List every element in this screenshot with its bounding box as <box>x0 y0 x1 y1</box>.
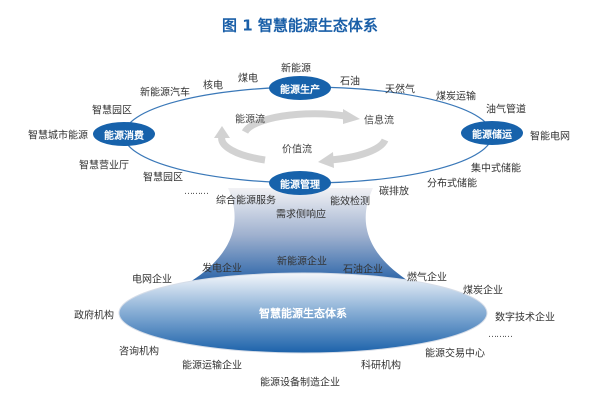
ring-label: 智慧园区 <box>92 105 132 117</box>
flow-info: 信息流 <box>364 115 394 127</box>
node-energy-consumption: 能源消费 <box>93 122 155 146</box>
ring-label: 煤电 <box>238 73 258 85</box>
member-label: 能源交易中心 <box>425 348 485 360</box>
funnel-shape <box>190 188 410 282</box>
node-energy-management: 能源管理 <box>269 171 331 195</box>
ring-label: 碳排放 <box>379 186 409 198</box>
member-label: 政府机构 <box>74 310 114 322</box>
ring-label: 能效检测 <box>330 196 370 208</box>
ring-label: 分布式储能 <box>427 178 477 190</box>
ring-label: 综合能源服务 <box>216 195 276 207</box>
cycle-arrows-icon <box>218 110 389 164</box>
ring-more-ellipsis: ……… <box>184 187 209 197</box>
member-label: 能源设备制造企业 <box>260 377 340 389</box>
ring-label: 新能源 <box>281 63 311 75</box>
ring-label: 核电 <box>203 80 223 92</box>
member-label: 数字技术企业 <box>495 312 555 324</box>
member-label: 咨询机构 <box>119 346 159 358</box>
flow-value: 价值流 <box>282 144 312 156</box>
member-label: 发电企业 <box>202 263 242 275</box>
ring-label: 智慧城市能源 <box>28 130 88 142</box>
member-label: 石油企业 <box>343 264 383 276</box>
ring-label: 新能源汽车 <box>140 87 190 99</box>
ecosystem-core-label: 智慧能源生态体系 <box>259 307 347 320</box>
member-label: 新能源企业 <box>277 256 327 268</box>
figure-title: 图 1 智慧能源生态体系 <box>222 16 378 35</box>
ring-label: 煤炭运输 <box>436 91 476 103</box>
member-label: 电网企业 <box>132 274 172 286</box>
ring-label: 集中式储能 <box>471 163 521 175</box>
ring-label: 需求侧响应 <box>276 209 326 221</box>
member-label: 煤炭企业 <box>463 285 503 297</box>
arrow-heads-icon <box>214 109 360 168</box>
member-label: 能源运输企业 <box>182 360 242 372</box>
node-energy-production: 能源生产 <box>269 76 331 100</box>
ring-label: 油气管道 <box>486 104 526 116</box>
ring-label: 天然气 <box>385 84 415 96</box>
node-energy-storage: 能源储运 <box>461 121 523 145</box>
ecosystem-ellipse <box>118 272 488 354</box>
ring-label: 智慧营业厅 <box>79 160 129 172</box>
member-label: 燃气企业 <box>407 272 447 284</box>
ring-label: 石油 <box>340 76 360 88</box>
flow-energy: 能源流 <box>235 114 265 126</box>
ring-label: 智能电网 <box>530 131 570 143</box>
ring-label: 智慧园区 <box>143 172 183 184</box>
member-more-ellipsis: ……… <box>488 330 513 340</box>
member-label: 科研机构 <box>361 360 401 372</box>
